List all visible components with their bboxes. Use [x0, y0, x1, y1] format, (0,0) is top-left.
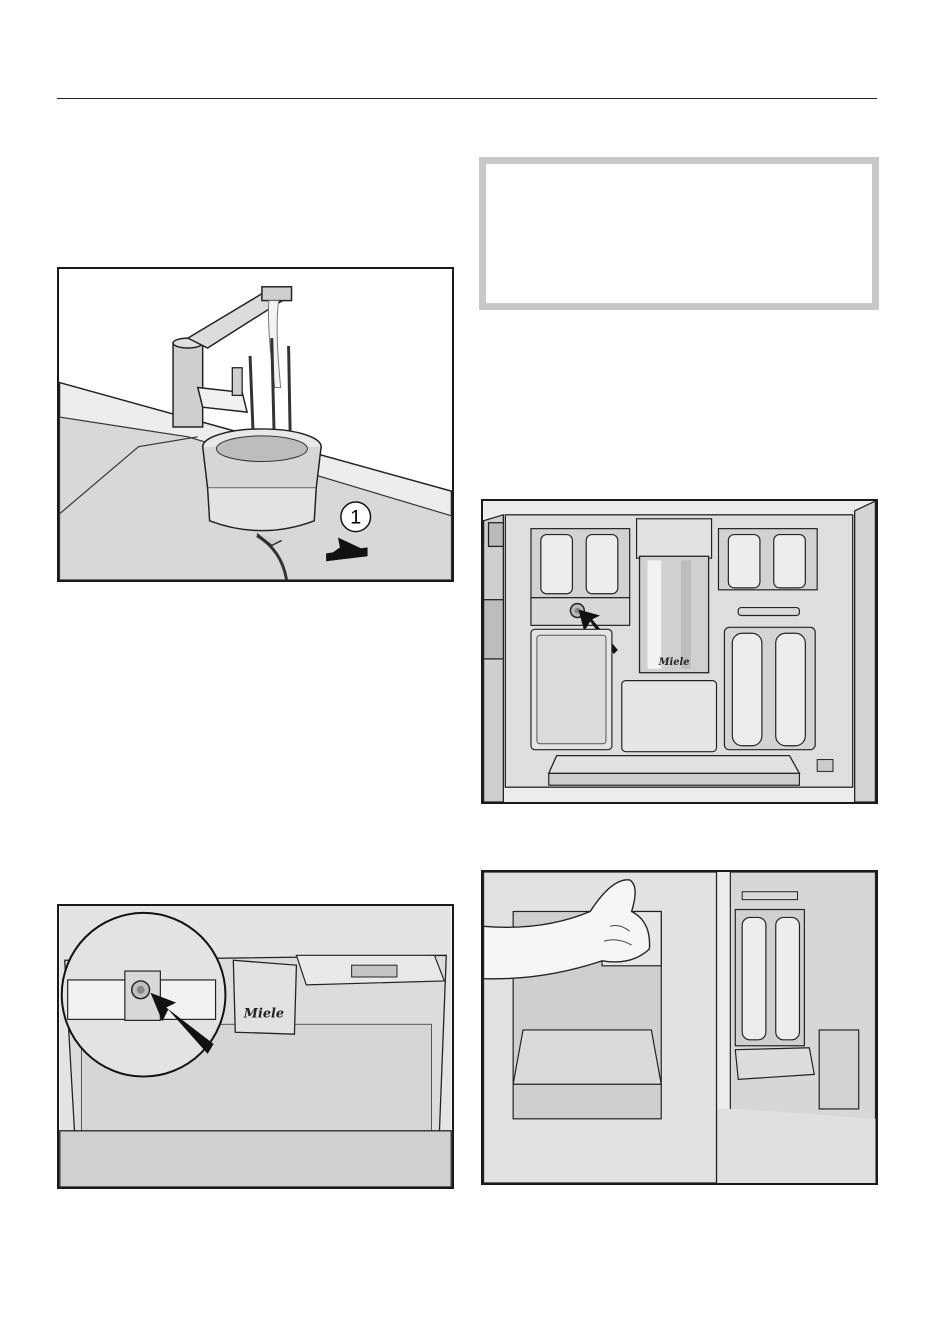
- figure-tap-rinse: 1: [57, 267, 454, 582]
- interior-brand-logo: Miele: [658, 657, 690, 668]
- closeup-brand-logo: Miele: [243, 1006, 284, 1021]
- header-rule: [57, 98, 877, 99]
- door-open-illustration: [483, 872, 876, 1183]
- warning-box: [479, 157, 879, 310]
- connector-illustration: Miele: [59, 906, 452, 1187]
- tap-rinse-illustration: 1: [59, 269, 452, 580]
- figure-interior-front: Miele: [481, 499, 878, 804]
- figure-door-open: [481, 870, 878, 1185]
- interior-illustration: Miele: [483, 501, 876, 802]
- figure-connector-closeup: Miele: [57, 904, 454, 1189]
- callout-number: 1: [350, 507, 361, 529]
